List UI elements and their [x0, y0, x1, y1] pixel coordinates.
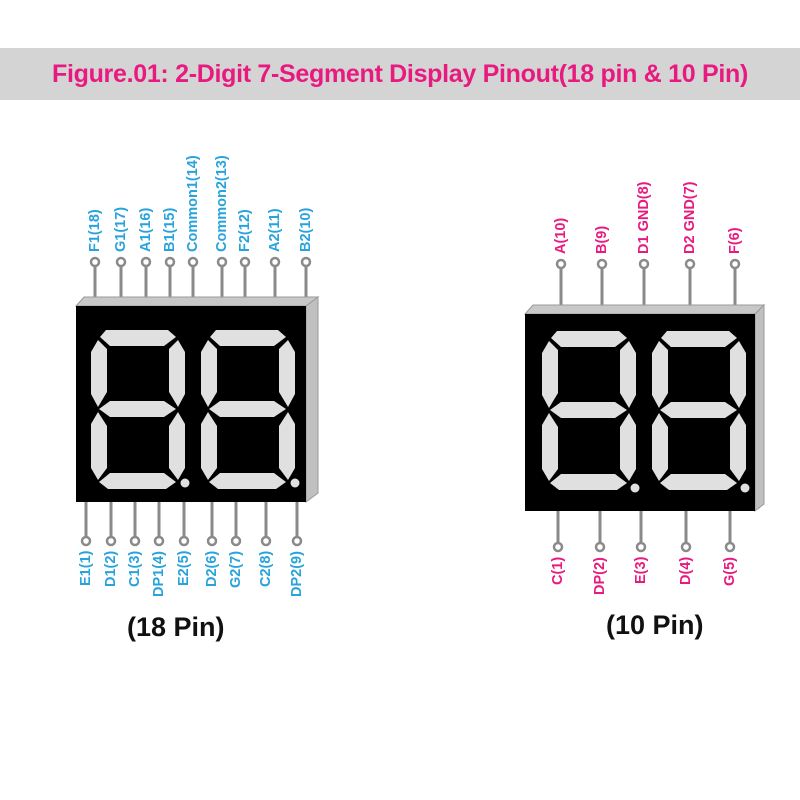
pin-label: DP1(4) — [151, 551, 167, 597]
title-bar: Figure.01: 2-Digit 7-Segment Display Pin… — [0, 48, 800, 100]
pins-bottom-10 — [552, 511, 736, 553]
pin-label: D(4) — [678, 557, 694, 586]
caption-18pin: (18 Pin) — [127, 612, 225, 642]
pin-label: DP(2) — [592, 557, 608, 595]
pin-label: A2(11) — [267, 208, 283, 252]
pins-bottom-18 — [80, 502, 303, 547]
pin-label: A(10) — [553, 217, 569, 254]
pin-label: E1(1) — [78, 551, 94, 587]
pin-label: C2(8) — [258, 551, 274, 588]
pin-label: Common2(13) — [214, 155, 230, 252]
pin-label: F(6) — [727, 227, 743, 254]
pin-label: D2 GND(7) — [682, 181, 698, 254]
figure-title: Figure.01: 2-Digit 7-Segment Display Pin… — [51, 60, 748, 88]
pin-label: F2(12) — [237, 209, 253, 252]
pin-label: E(3) — [633, 557, 649, 585]
pin-label: E2(5) — [176, 551, 192, 587]
pin-label: Common1(14) — [185, 155, 201, 252]
pin-label: A1(16) — [138, 207, 154, 252]
pins-top-10 — [555, 258, 741, 306]
pins-top-18 — [89, 256, 312, 298]
pin-label: B2(10) — [298, 207, 314, 252]
caption-10pin: (10 Pin) — [606, 610, 704, 640]
pin-label: C1(3) — [127, 551, 143, 588]
pin-label: DP2(9) — [289, 551, 305, 597]
pin-label: C(1) — [550, 557, 566, 586]
pin-label: B(9) — [594, 225, 610, 254]
pin-label: G(5) — [722, 557, 738, 586]
pin-label: B1(15) — [162, 207, 178, 252]
pin-label: F1(18) — [87, 209, 103, 252]
pin-label: D1 GND(8) — [636, 181, 652, 254]
pin-label: D2(6) — [204, 551, 220, 588]
pin-label: G2(7) — [228, 551, 244, 589]
pin-label: D1(2) — [103, 551, 119, 588]
pin-label: G1(17) — [113, 206, 129, 252]
